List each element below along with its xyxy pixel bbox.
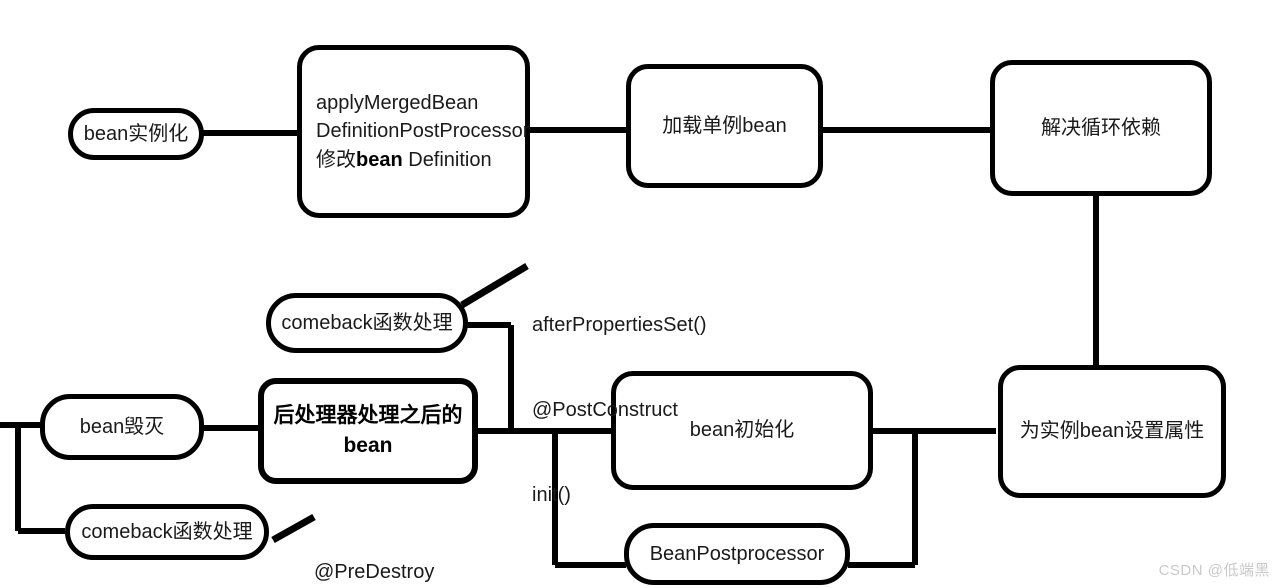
annotation-destroy-callbacks: @PreDestroy DisposableBeandestroy() dest…: [314, 501, 539, 588]
bdpp-line-3-suffix: Definition: [402, 148, 492, 171]
node-bean-instantiate-label: bean实例化: [83, 122, 189, 145]
leader-destroy-callbacks: [271, 513, 316, 544]
node-bean-postprocessor-label: BeanPostprocessor: [649, 542, 825, 565]
node-comeback-destroy[interactable]: comeback函数处理: [65, 504, 269, 560]
node-comeback-init-label: comeback函数处理: [281, 311, 453, 334]
leader-init-callbacks: [460, 262, 529, 309]
init-callback-line-2: @PostConstruct: [532, 398, 678, 421]
init-callback-line-1: afterPropertiesSet(): [532, 313, 707, 336]
node-apply-merged-bdpp-label: applyMergedBean DefinitionPostProcessor …: [302, 89, 529, 174]
node-bean-destroy[interactable]: bean毁灭: [40, 394, 204, 460]
node-bean-postprocessor[interactable]: BeanPostprocessor: [624, 523, 850, 585]
csdn-watermark: CSDN @低端黑: [1158, 562, 1270, 579]
node-set-properties-label: 为实例bean设置属性: [1019, 420, 1205, 443]
bdpp-line-2: DefinitionPostProcessor: [316, 120, 530, 143]
destroy-callback-line-1: @PreDestroy: [314, 560, 435, 583]
node-bean-init-label: bean初始化: [689, 419, 795, 442]
bdpp-line-3-prefix: 修改: [316, 148, 356, 171]
bdpp-line-1: applyMergedBean: [316, 91, 479, 114]
node-resolve-circular-dep[interactable]: 解决循环依赖: [990, 60, 1212, 196]
node-comeback-init[interactable]: comeback函数处理: [266, 293, 468, 353]
node-load-singleton-bean-label: 加载单例bean: [662, 114, 787, 137]
annotation-init-callbacks: afterPropertiesSet() @PostConstruct init…: [532, 254, 707, 566]
post-processed-line-1: 后处理器处理之后的: [273, 404, 463, 428]
node-set-properties[interactable]: 为实例bean设置属性: [998, 365, 1226, 498]
node-bean-destroy-label: bean毁灭: [79, 415, 165, 438]
node-post-processed-bean-label: 后处理器处理之后的 bean: [264, 401, 472, 461]
post-processed-line-2: bean: [343, 434, 393, 457]
node-comeback-destroy-label: comeback函数处理: [81, 520, 253, 543]
node-bean-instantiate[interactable]: bean实例化: [68, 108, 204, 160]
node-apply-merged-bdpp[interactable]: applyMergedBean DefinitionPostProcessor …: [297, 45, 530, 218]
node-load-singleton-bean[interactable]: 加载单例bean: [626, 64, 823, 188]
init-callback-line-3: init(): [532, 484, 571, 507]
node-resolve-circular-dep-label: 解决循环依赖: [1041, 116, 1161, 139]
node-post-processed-bean[interactable]: 后处理器处理之后的 bean: [258, 378, 478, 484]
node-bean-init[interactable]: bean初始化: [611, 371, 873, 490]
bdpp-line-3-bold: bean: [356, 148, 403, 171]
